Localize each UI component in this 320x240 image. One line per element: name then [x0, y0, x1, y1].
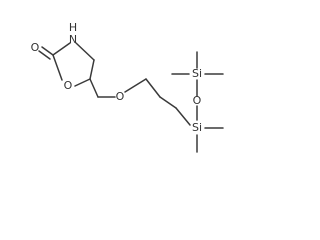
ring-oxygen-label: O: [64, 79, 73, 92]
ring-nitrogen-label: N: [69, 33, 77, 46]
bond-c5-ch2: [89, 78, 99, 98]
bond-ch2-ch2: [145, 78, 161, 98]
carbonyl-oxygen-label: O: [31, 41, 40, 54]
structure-diagram: O N H O O Si O Si: [31, 21, 224, 153]
carbonyl-double-bond: [38, 46, 54, 60]
atom-labels: O N H O O Si O Si: [31, 21, 202, 134]
bond-c2-n3: [52, 42, 71, 56]
side-chain: [89, 78, 191, 126]
silicon-upper-label: Si: [192, 67, 202, 80]
bond-n3-c4: [75, 42, 95, 61]
ether-oxygen-label: O: [116, 90, 125, 103]
silyl-groups: [171, 51, 224, 153]
bond-c5-o1: [74, 78, 91, 87]
bond-c4-c5: [89, 59, 95, 80]
ring-nitrogen-hydrogen-label: H: [69, 21, 77, 34]
bond-ch2-ch2b: [159, 96, 177, 109]
bond-o1-c2: [52, 54, 63, 81]
bond-oether-ch2: [124, 78, 147, 93]
bond-ch2-si-lower: [175, 107, 191, 126]
bond-c2-o-b: [38, 50, 51, 60]
silicon-lower-label: Si: [192, 121, 202, 134]
oxazolidinone-ring: [52, 42, 95, 87]
siloxane-oxygen-label: O: [193, 94, 202, 107]
bond-c2-o-a: [41, 46, 54, 56]
